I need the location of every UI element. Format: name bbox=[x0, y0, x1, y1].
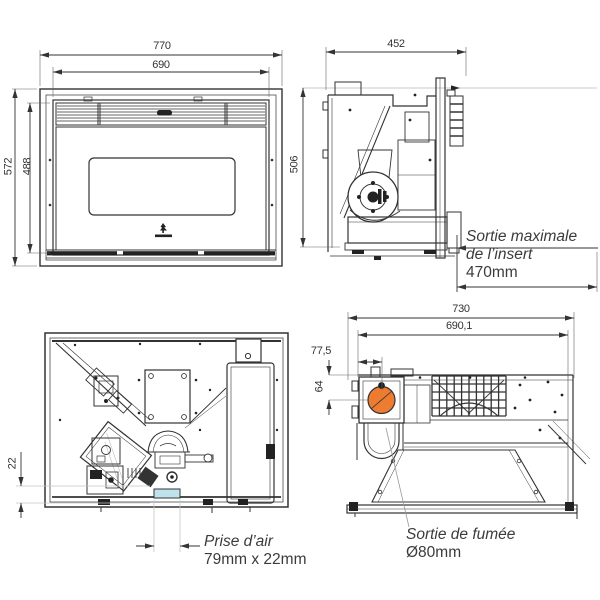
front-dimensions bbox=[12, 50, 283, 267]
extraction-fan bbox=[347, 171, 401, 223]
dim-side-depth: 452 bbox=[387, 38, 405, 50]
dim-air-intake-height: 22 bbox=[6, 457, 19, 470]
note-max-value: 470mm bbox=[466, 264, 518, 281]
note-smoke-value: Ø80mm bbox=[406, 544, 462, 561]
glass-window bbox=[88, 157, 236, 216]
side-dimensions bbox=[300, 47, 598, 292]
heat-exchanger-grid bbox=[431, 375, 507, 417]
louver-grille bbox=[55, 96, 267, 126]
air-intake-vent bbox=[153, 488, 181, 499]
note-smoke-label: Sortie de fumée bbox=[406, 526, 516, 543]
note-smoke-outlet: Sortie de fumée Ø80mm bbox=[406, 526, 515, 562]
dim-front-inner-height: 488 bbox=[21, 157, 34, 176]
grille-handle bbox=[157, 110, 172, 116]
base-plan-dimensions bbox=[16, 452, 200, 552]
dim-top-inner-width: 690,1 bbox=[445, 320, 473, 332]
brand-logo bbox=[155, 223, 172, 238]
top-plan-view bbox=[346, 366, 591, 528]
note-air-intake: Prise d’air 79mm x 22mm bbox=[204, 533, 307, 569]
note-air-label: Prise d’air bbox=[204, 533, 273, 550]
note-max-insert-depth: Sortie maximale de l’insert 470mm bbox=[466, 228, 577, 282]
note-max-line1: Sortie maximale bbox=[466, 228, 578, 245]
front-view bbox=[39, 88, 283, 267]
dim-top-outer-width: 730 bbox=[452, 303, 470, 315]
dim-outlet-offset-y: 64 bbox=[313, 380, 326, 393]
side-view bbox=[302, 77, 597, 260]
dim-outlet-offset-x: 77,5 bbox=[310, 345, 332, 357]
hopper-lid bbox=[79, 420, 153, 492]
base-plan-view bbox=[44, 332, 289, 513]
dim-front-outer-height: 572 bbox=[2, 157, 15, 176]
note-max-line2: de l’insert bbox=[466, 246, 533, 263]
dim-front-outer-width: 770 bbox=[153, 40, 171, 52]
note-air-value: 79mm x 22mm bbox=[204, 551, 307, 568]
dim-front-inner-width: 690 bbox=[152, 59, 170, 71]
dim-side-height: 506 bbox=[288, 155, 301, 174]
top-plan-dimensions bbox=[326, 312, 575, 415]
